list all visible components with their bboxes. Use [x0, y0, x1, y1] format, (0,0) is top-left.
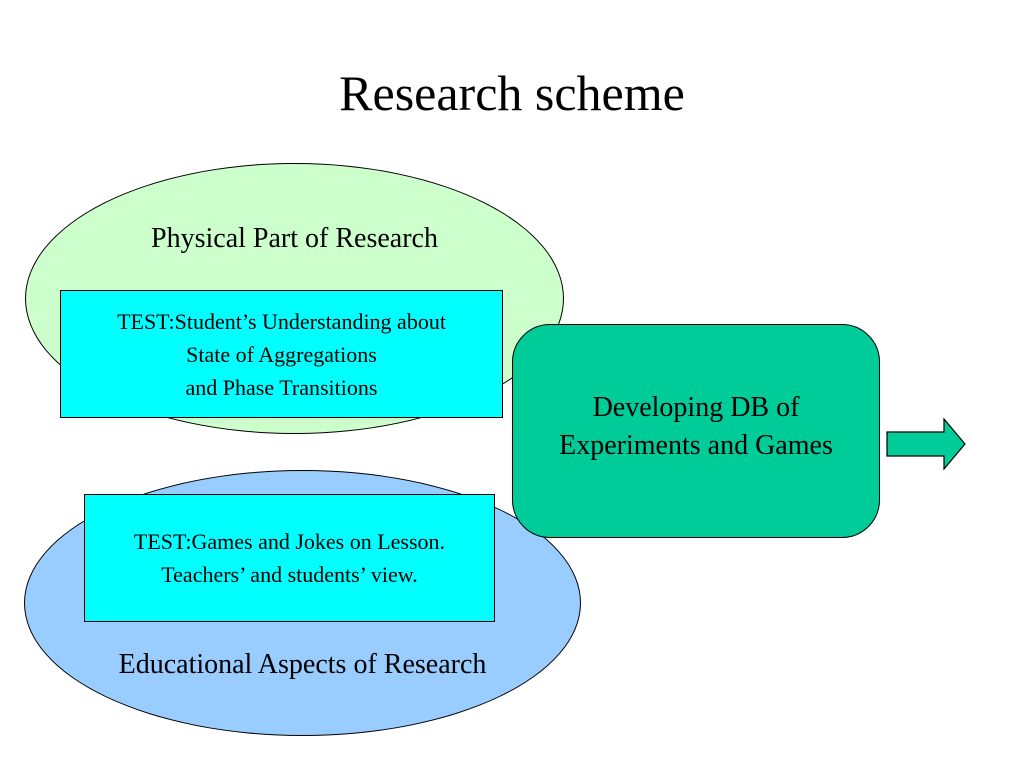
educational-test-line-1: TEST:Games and Jokes on Lesson. [133, 529, 446, 554]
developing-line-2: Experiments and Games [559, 430, 833, 461]
physical-test-line-2: State of Aggregations [186, 341, 377, 367]
right-arrow-shape [886, 417, 966, 471]
physical-test-line-3: and Phase Transitions [185, 374, 378, 400]
educational-test-box: TEST:Games and Jokes on Lesson. Teachers… [84, 494, 495, 622]
physical-test-line-1: TEST:Student’s Understanding about [117, 308, 446, 334]
page-title: Research scheme [339, 65, 685, 121]
right-arrow-icon [886, 417, 966, 471]
physical-part-label: Physical Part of Research [151, 223, 438, 254]
developing-line-1: Developing DB of [592, 392, 800, 423]
educational-test-line-2: Teachers’ and students’ view. [161, 562, 418, 587]
educational-aspects-label: Educational Aspects of Research [118, 649, 487, 680]
developing-db-box: Developing DB of Experiments and Games [512, 324, 880, 538]
physical-test-box: TEST:Student’s Understanding about State… [60, 290, 503, 418]
